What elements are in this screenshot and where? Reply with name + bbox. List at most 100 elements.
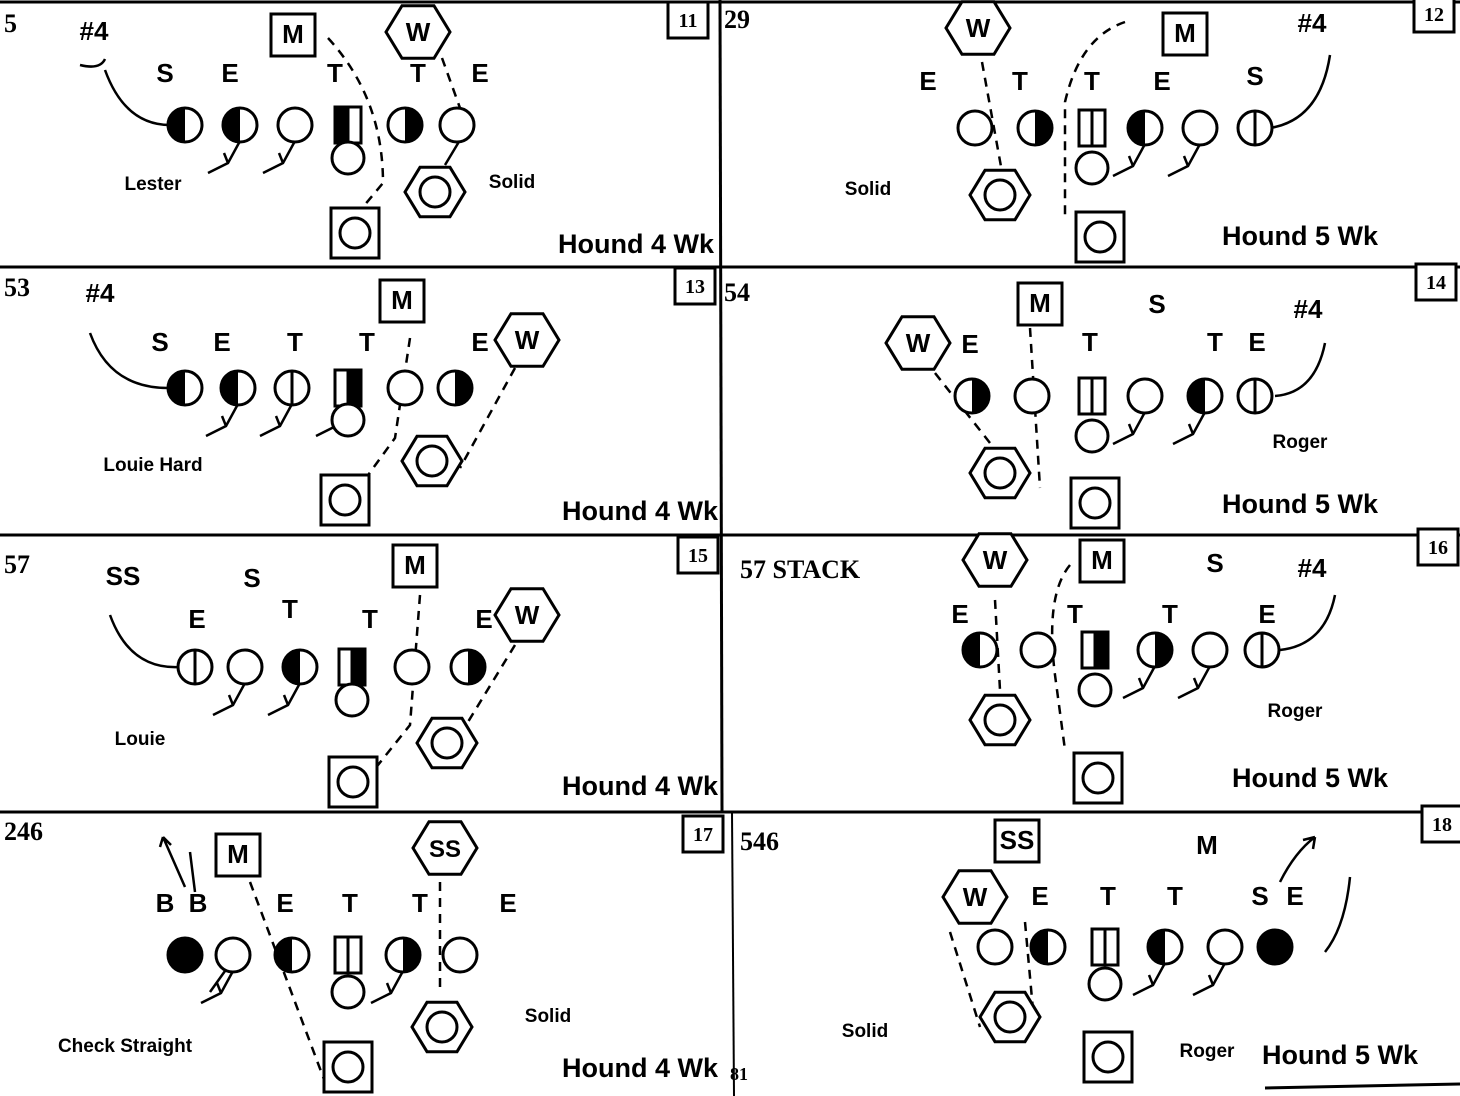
defender-box-m <box>214 832 262 878</box>
coverage-title: Hound 4 Wk <box>562 771 719 801</box>
half-fill <box>221 371 238 405</box>
lineman-letter: E <box>1286 881 1303 911</box>
block-path <box>1122 665 1157 700</box>
deep-hex-icon <box>415 716 479 770</box>
coverage-drop-path <box>1063 20 1126 217</box>
coverage-title: Hound 4 Wk <box>562 496 719 526</box>
defender-hex-w-label: W <box>983 545 1008 575</box>
tag-label: #4 <box>80 16 109 46</box>
diagram-number: 15 <box>688 545 708 567</box>
diagram-number-box <box>666 0 710 40</box>
lineman-letter: E <box>1258 599 1275 629</box>
call-label: Roger <box>1268 701 1324 722</box>
defender-hex-w <box>944 0 1012 56</box>
call-label: Solid <box>525 1006 571 1027</box>
deep-hex-inner <box>983 456 1017 490</box>
front-number: 546 <box>740 827 779 856</box>
half-fill <box>1128 111 1145 145</box>
coverage-drop-path <box>948 931 982 1028</box>
lineman-letter: T <box>1100 881 1116 911</box>
center-fill <box>1095 632 1108 668</box>
offense-player-circle <box>1256 928 1294 966</box>
offense-player-circle <box>166 936 204 974</box>
deep-hex-inner <box>430 726 464 760</box>
lineman-letter: E <box>475 604 492 634</box>
center-fill <box>348 370 361 406</box>
coverage-drop-path <box>458 367 517 469</box>
block-path <box>370 970 405 1005</box>
coverage-drop-path <box>458 644 517 736</box>
block-path <box>267 682 302 717</box>
offense-player-circle <box>1181 109 1219 147</box>
quarterback-circle <box>330 140 366 176</box>
offense-player-circle <box>214 936 252 974</box>
offense-player-circle <box>276 106 314 144</box>
route-path <box>1274 342 1327 398</box>
diagram-number-box <box>1412 0 1456 34</box>
front-number: 53 <box>4 273 30 302</box>
page-number: 81 <box>730 1064 748 1084</box>
defender-hex-ss <box>411 820 479 876</box>
offense-player-circle <box>976 928 1014 966</box>
block-path <box>1192 962 1227 997</box>
defender-box-m-label: M <box>1029 288 1051 318</box>
half-fill <box>1188 379 1205 413</box>
diagram-number: 16 <box>1428 537 1448 559</box>
defender-box-ss-label: SS <box>1000 825 1035 855</box>
diagram-number-box <box>673 266 717 306</box>
defender-hex-ss-label: SS <box>429 836 461 863</box>
quarterback-circle <box>334 682 370 718</box>
tag-label: #4 <box>1298 8 1327 38</box>
tag-label: SS <box>106 561 141 591</box>
lineman-letter: T <box>359 327 375 357</box>
defender-letter: S <box>1148 289 1165 319</box>
block-path <box>1132 962 1167 997</box>
front-number: 57 STACK <box>740 555 861 584</box>
lineman-letter: E <box>188 604 205 634</box>
lineman-letter: S <box>1251 881 1268 911</box>
lineman-letter: T <box>287 327 303 357</box>
lineman-letter: T <box>1067 599 1083 629</box>
half-fill <box>405 108 422 142</box>
deep-hex-icon <box>978 990 1042 1044</box>
deep-box-inner <box>1081 761 1115 795</box>
coverage-drop-path <box>327 37 385 214</box>
call-label: Roger <box>1180 1041 1236 1062</box>
coverage-title: Hound 5 Wk <box>1222 221 1379 251</box>
defender-box-m <box>378 278 426 324</box>
defender-box-m-label: M <box>1174 18 1196 48</box>
front-number: 246 <box>4 817 43 846</box>
deep-box-icon <box>1072 751 1124 805</box>
half-fill <box>223 108 240 142</box>
half-fill <box>403 938 420 972</box>
route-path <box>88 332 169 390</box>
call-label: Lester <box>124 174 182 195</box>
defender-hex-w <box>384 4 452 60</box>
lineman-letter: T <box>1167 881 1183 911</box>
tag-label: #4 <box>1298 553 1327 583</box>
offense-player-circle <box>226 648 264 686</box>
coverage-drop-path <box>1023 921 1037 1033</box>
lineman-letter: S <box>151 327 168 357</box>
front-number: 29 <box>724 5 750 34</box>
defender-hex-w-label: W <box>963 882 988 912</box>
deep-box-inner <box>1083 220 1117 254</box>
block-path <box>212 682 247 717</box>
call-label: Solid <box>842 1021 888 1042</box>
block-path <box>207 140 242 175</box>
lineman-letter: B <box>189 888 208 918</box>
deep-box-icon <box>1069 476 1121 530</box>
lineman-letter: E <box>471 58 488 88</box>
deep-hex-icon <box>968 446 1032 500</box>
defender-box-m <box>269 12 317 58</box>
coverage-drop-path <box>248 881 327 1083</box>
lineman-letter: E <box>213 327 230 357</box>
block-path <box>205 403 240 438</box>
deep-hex-inner <box>415 444 449 478</box>
tag-label: #4 <box>86 278 115 308</box>
half-fill <box>283 650 300 684</box>
deep-box-icon <box>327 755 379 809</box>
